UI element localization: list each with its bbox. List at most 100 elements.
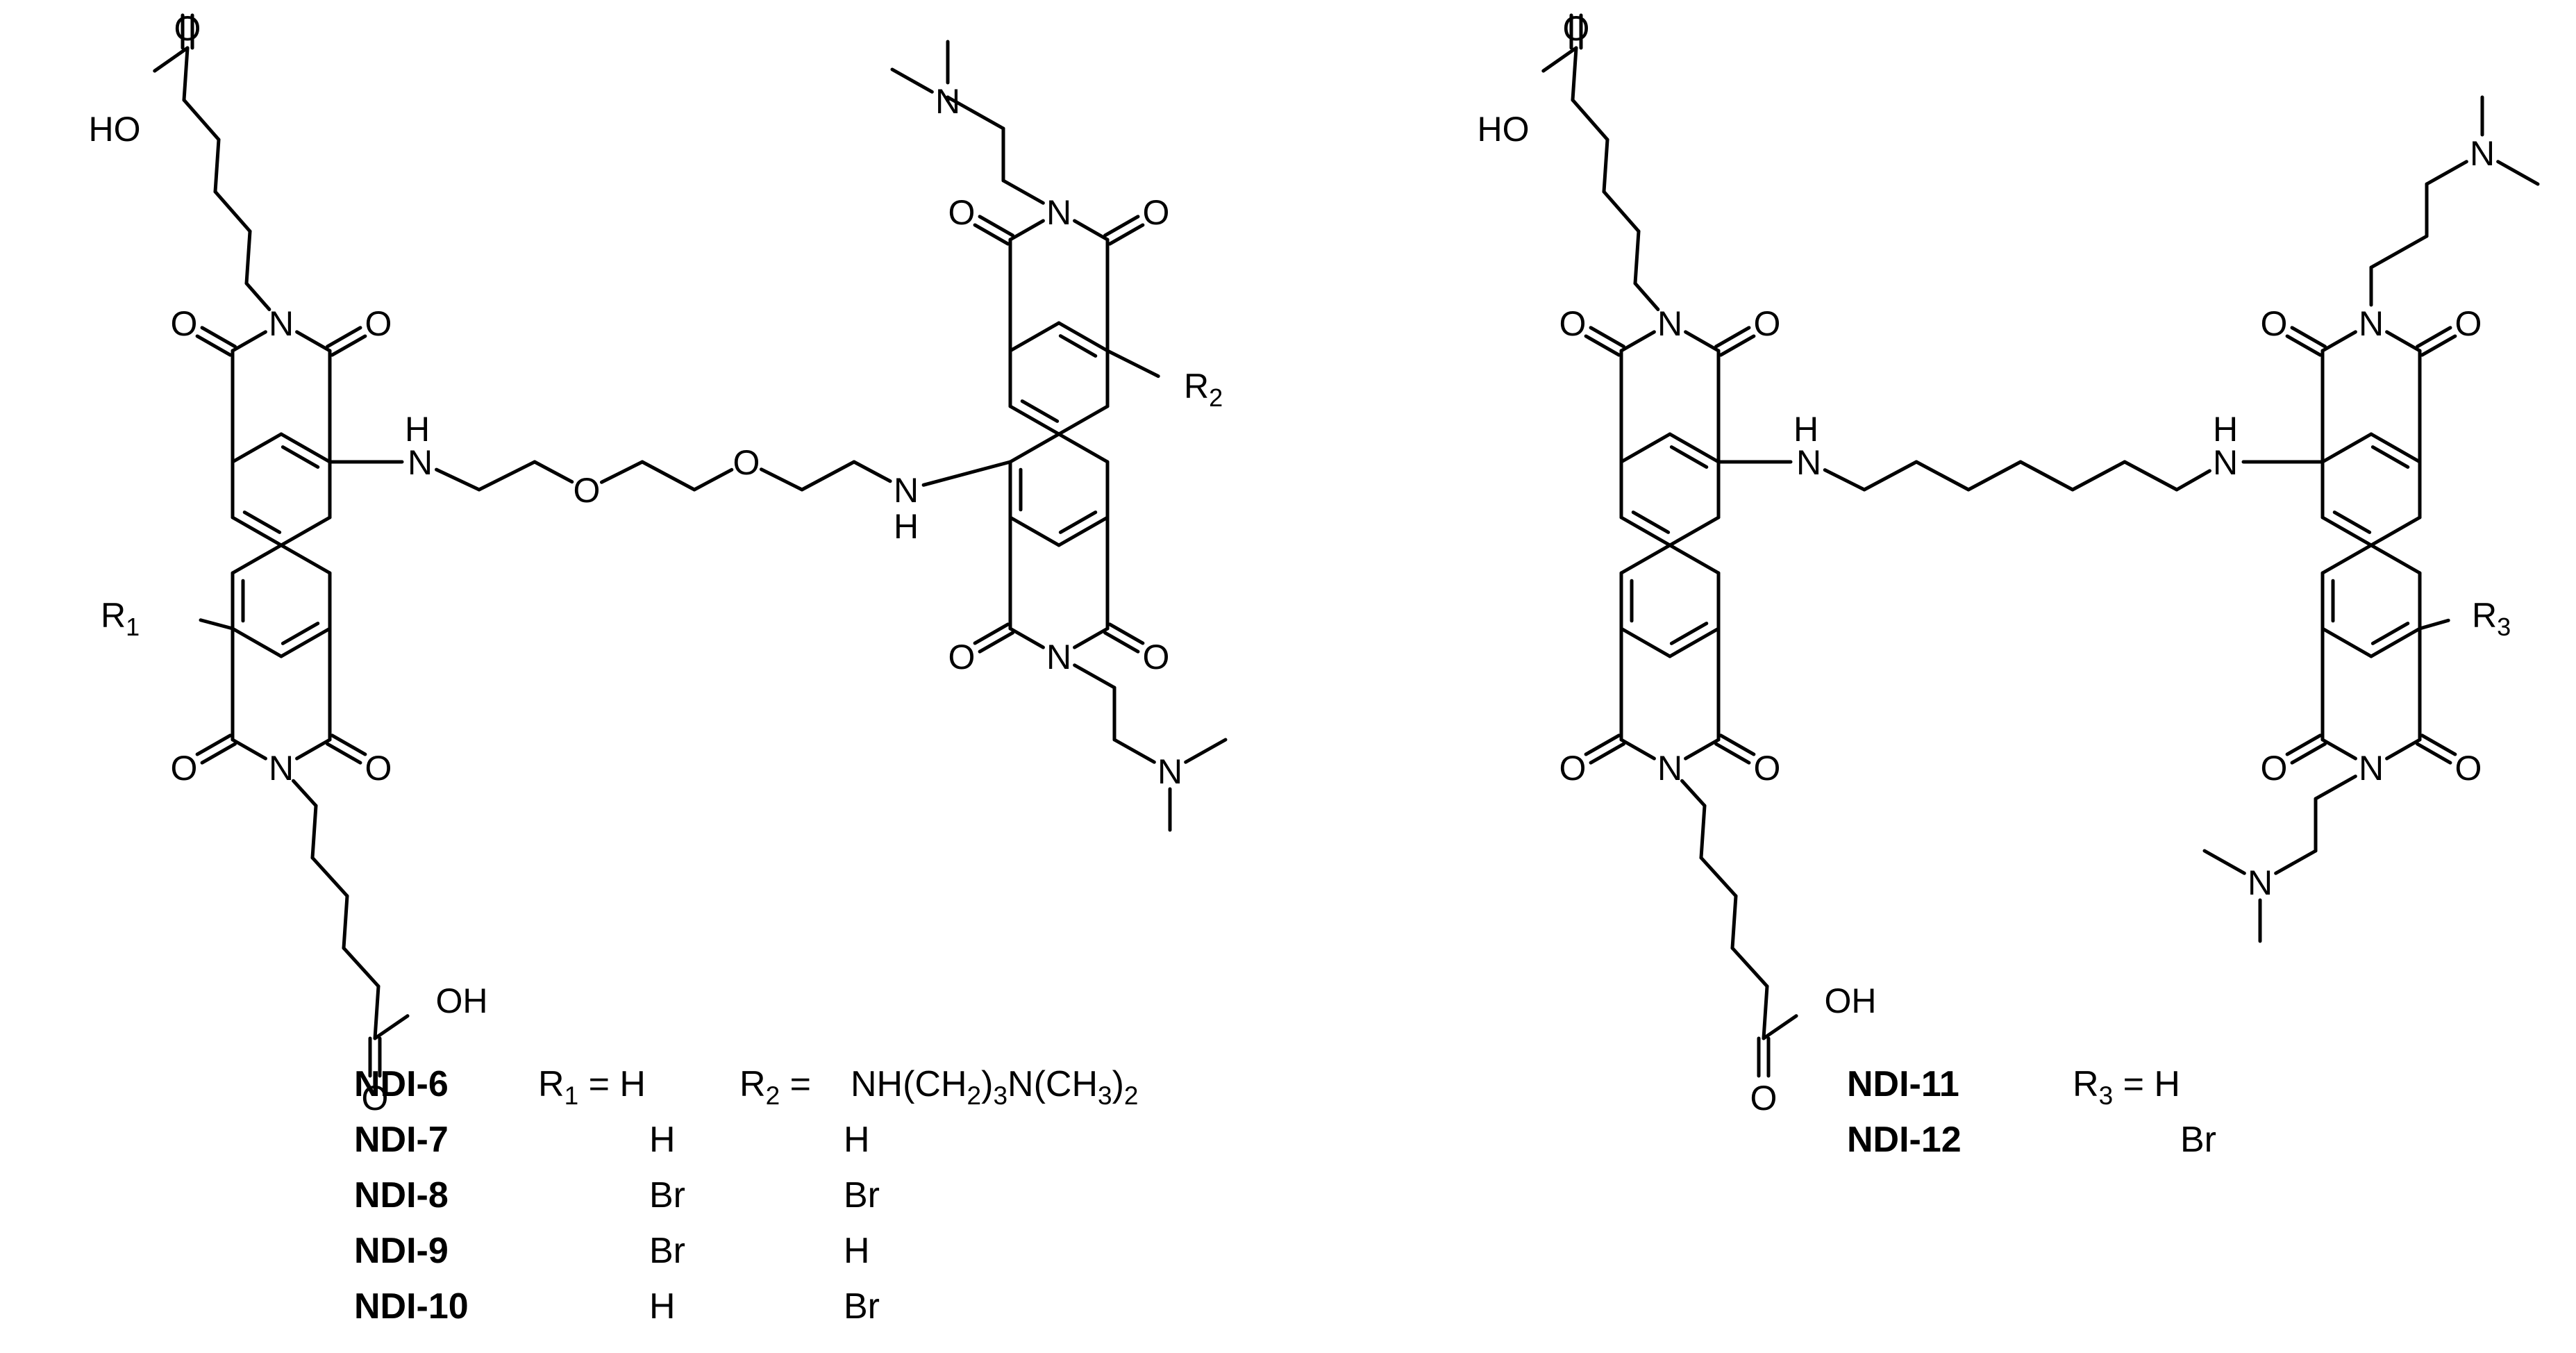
bond [1619, 515, 1672, 547]
amine-nitrogen: N [408, 443, 433, 482]
bond [213, 138, 221, 194]
bond [2416, 742, 2452, 765]
dimethylamino-nitrogen: N [935, 82, 960, 121]
bond [231, 515, 283, 547]
imide-nitrogen: N [1046, 193, 1071, 232]
bond [1714, 742, 1751, 765]
r1-value: Br [649, 1175, 685, 1215]
carbonyl-oxygen: O [2455, 304, 2482, 343]
bond [1103, 631, 1140, 654]
bond [1668, 432, 1721, 464]
bond [692, 467, 734, 492]
bond [800, 460, 856, 492]
bond [195, 733, 233, 756]
r1-value: Br [649, 1231, 685, 1271]
bond [1619, 330, 1656, 353]
bond [291, 779, 318, 808]
bond [2369, 234, 2429, 269]
bond [2332, 511, 2372, 534]
bond [1541, 46, 1578, 73]
bond [2416, 326, 2452, 349]
bond [759, 467, 804, 492]
dimethylamino-nitrogen: N [2248, 863, 2273, 902]
bond [2071, 460, 2127, 492]
bond [1714, 326, 1751, 349]
bond [1668, 626, 1721, 658]
carbonyl-oxygen: O [1143, 193, 1170, 232]
bond [231, 330, 267, 353]
amine-hydrogen: H [1793, 410, 1818, 449]
carbonyl-oxygen: O [171, 304, 198, 343]
amine-nitrogen: N [1796, 443, 1821, 482]
bond [244, 229, 252, 285]
carbonyl-oxygen: O [1754, 304, 1781, 343]
bond [326, 326, 362, 349]
bond [1107, 223, 1145, 246]
bond [946, 95, 1005, 131]
bond [1619, 432, 1672, 464]
bond [1684, 330, 1721, 353]
bond [1669, 622, 1709, 645]
bond [213, 190, 252, 233]
bond [1057, 321, 1110, 353]
bond [1633, 281, 1660, 311]
bond [1103, 215, 1140, 238]
bond [279, 515, 332, 547]
bond [2385, 330, 2422, 353]
bond [2285, 334, 2323, 357]
bond [281, 445, 320, 469]
compound-name: NDI-10 [354, 1286, 469, 1327]
bond [2320, 543, 2373, 575]
bond [1589, 326, 1625, 349]
carbonyl-oxygen: O [948, 638, 976, 676]
imide-nitrogen: N [269, 304, 294, 343]
ether-oxygen: O [733, 443, 760, 482]
bond [2369, 543, 2422, 575]
imide-nitrogen: N [269, 749, 294, 788]
bond [231, 738, 267, 761]
carbonyl-oxygen: O [2455, 749, 2482, 788]
amine-hydrogen: H [2213, 410, 2238, 449]
bond [1008, 515, 1061, 547]
bond [533, 460, 574, 484]
bond [1602, 138, 1609, 194]
r2-value: Br [844, 1175, 880, 1215]
bond [1914, 460, 1971, 492]
bond [200, 326, 237, 349]
r3-header: R3 = H [2073, 1064, 2180, 1110]
bond [330, 334, 367, 357]
bond [1073, 663, 1116, 690]
r2-value: H [844, 1231, 870, 1271]
bond [1008, 432, 1061, 464]
bond [242, 511, 282, 534]
bond [1584, 334, 1621, 357]
bond [199, 618, 235, 631]
carbonyl-oxygen: O [2261, 304, 2288, 343]
dimethylamino-nitrogen: N [2470, 134, 2495, 173]
bond [2420, 733, 2457, 756]
r2-value: Br [844, 1286, 880, 1327]
bond [182, 98, 221, 142]
bond [2496, 160, 2540, 186]
bond [599, 460, 644, 484]
carboxylic-hydroxyl: OH [1825, 981, 1877, 1020]
bond [1762, 1014, 1798, 1040]
bond [2320, 626, 2373, 658]
carboxylic-hydroxyl: OH [436, 981, 488, 1020]
carbonyl-oxygen: O [1559, 749, 1587, 788]
bond [2370, 445, 2410, 469]
imide-nitrogen: N [2359, 304, 2384, 343]
amine-hydrogen: H [894, 507, 919, 546]
r1-substituent: R1 [101, 596, 140, 641]
bond [2018, 460, 2075, 492]
bond [1684, 738, 1721, 761]
bond [1008, 219, 1045, 242]
carbonyl-oxygen: O [948, 193, 976, 232]
bond [310, 856, 349, 898]
carbonyl-oxygen: O [2261, 749, 2288, 788]
bond [852, 460, 892, 483]
carboxylic-hydroxyl: HO [1478, 110, 1530, 149]
bond [1112, 738, 1156, 764]
carbonyl-oxygen: O [365, 304, 392, 343]
